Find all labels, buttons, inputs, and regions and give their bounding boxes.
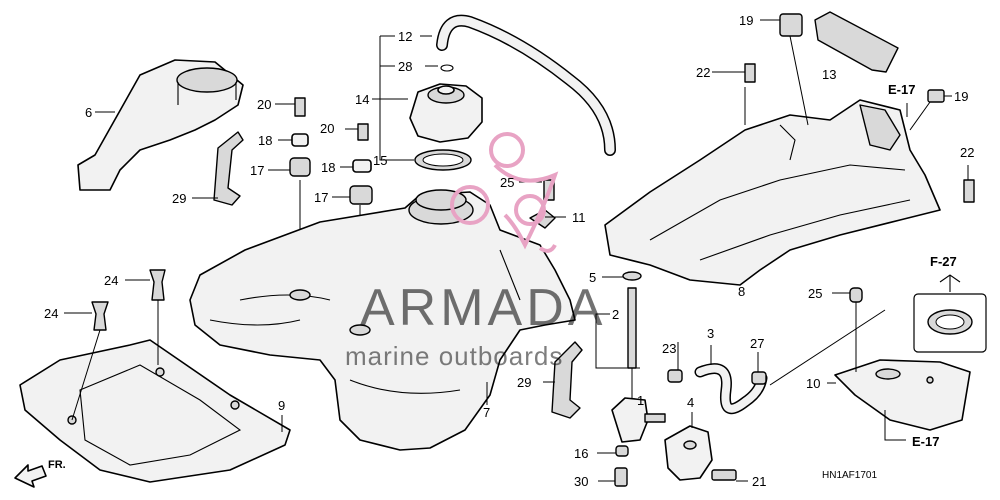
part-23-clamp xyxy=(667,369,683,383)
callout-1: 1 xyxy=(637,393,644,408)
part-29-strap-left xyxy=(213,131,244,206)
part-6-air-duct xyxy=(77,59,244,191)
callout-19b: 19 xyxy=(954,89,968,104)
callout-23: 23 xyxy=(662,341,676,356)
callout-16: 16 xyxy=(574,446,588,461)
callout-12: 12 xyxy=(398,29,412,44)
callout-13: 13 xyxy=(822,67,836,82)
callout-17b: 17 xyxy=(314,190,328,205)
callout-11: 11 xyxy=(572,210,586,225)
part-19-clip-top xyxy=(779,13,803,37)
callout-24a: 24 xyxy=(104,273,118,288)
callout-25a: 25 xyxy=(500,175,514,190)
watermark-tagline-text: marine outboards xyxy=(345,341,563,371)
callout-7: 7 xyxy=(483,405,490,420)
callout-25b: 25 xyxy=(808,286,822,301)
part-21-screw xyxy=(711,469,737,481)
watermark-brand-text: ARMADA xyxy=(360,279,606,337)
callout-21: 21 xyxy=(752,474,766,489)
part-22-bolt-right xyxy=(963,179,975,203)
callout-24b: 24 xyxy=(44,306,58,321)
callout-27: 27 xyxy=(750,336,764,351)
callout-3: 3 xyxy=(707,326,714,341)
callout-5: 5 xyxy=(589,270,596,285)
front-arrow-icon xyxy=(14,464,47,488)
callout-18b: 18 xyxy=(321,160,335,175)
f27-clamp-inset xyxy=(913,274,987,353)
callout-30: 30 xyxy=(574,474,588,489)
part-3-fuel-hose xyxy=(694,363,768,415)
part-8-tray xyxy=(604,99,941,286)
part-27-clamp xyxy=(751,371,767,385)
armada-watermark-logo: ARMADA marine outboards xyxy=(345,132,606,371)
ref-f27: F-27 xyxy=(930,254,957,269)
callout-10: 10 xyxy=(806,376,820,391)
part-7-fuel-tank xyxy=(189,189,576,451)
callout-22b: 22 xyxy=(960,145,974,160)
part-24-clips xyxy=(71,269,166,421)
callout-28: 28 xyxy=(398,59,412,74)
callout-19a: 19 xyxy=(739,13,753,28)
ref-e17-top: E-17 xyxy=(888,82,915,97)
callout-2: 2 xyxy=(612,307,619,322)
part-29-strap-right xyxy=(551,341,583,419)
callout-29a: 29 xyxy=(172,191,186,206)
callout-numbers: 12 28 14 15 20 20 18 18 17 17 6 29 24 24… xyxy=(44,13,974,489)
part-19-clip-right xyxy=(927,89,945,103)
part-28-clip xyxy=(440,64,454,72)
callout-8: 8 xyxy=(738,284,745,299)
part-9-lower-plate xyxy=(19,339,291,483)
part-25-screw-right xyxy=(849,287,863,303)
callout-9: 9 xyxy=(278,398,285,413)
part-14-fuel-cap xyxy=(409,83,483,143)
callout-22a: 22 xyxy=(696,65,710,80)
callout-15: 15 xyxy=(373,153,387,168)
diagram-code: HN1AF1701 xyxy=(822,470,877,481)
part-30-screw xyxy=(614,467,628,487)
part-2-fuel-rod xyxy=(622,271,642,400)
front-label: FR. xyxy=(48,459,66,471)
part-22-bolt-top xyxy=(744,63,756,83)
part-13-foam xyxy=(814,11,899,73)
callout-4: 4 xyxy=(687,395,694,410)
part-10-cover-plate xyxy=(834,359,971,431)
callout-14: 14 xyxy=(355,92,369,107)
leader-lines xyxy=(64,19,969,482)
callout-17a: 17 xyxy=(250,163,264,178)
front-arrow: FR. xyxy=(14,459,66,488)
part-15-gasket xyxy=(414,149,472,171)
part-12-breather-hose xyxy=(436,14,616,156)
part-4-knob xyxy=(664,425,713,481)
part-16-oring xyxy=(615,445,629,457)
ref-e17-bottom: E-17 xyxy=(912,434,939,449)
reference-labels: E-17 F-27 E-17 xyxy=(888,82,957,449)
callout-29b: 29 xyxy=(517,375,531,390)
callout-6: 6 xyxy=(85,105,92,120)
callout-20a: 20 xyxy=(257,97,271,112)
callout-20b: 20 xyxy=(320,121,334,136)
callout-18a: 18 xyxy=(258,133,272,148)
part-1-fuel-valve xyxy=(611,397,666,443)
